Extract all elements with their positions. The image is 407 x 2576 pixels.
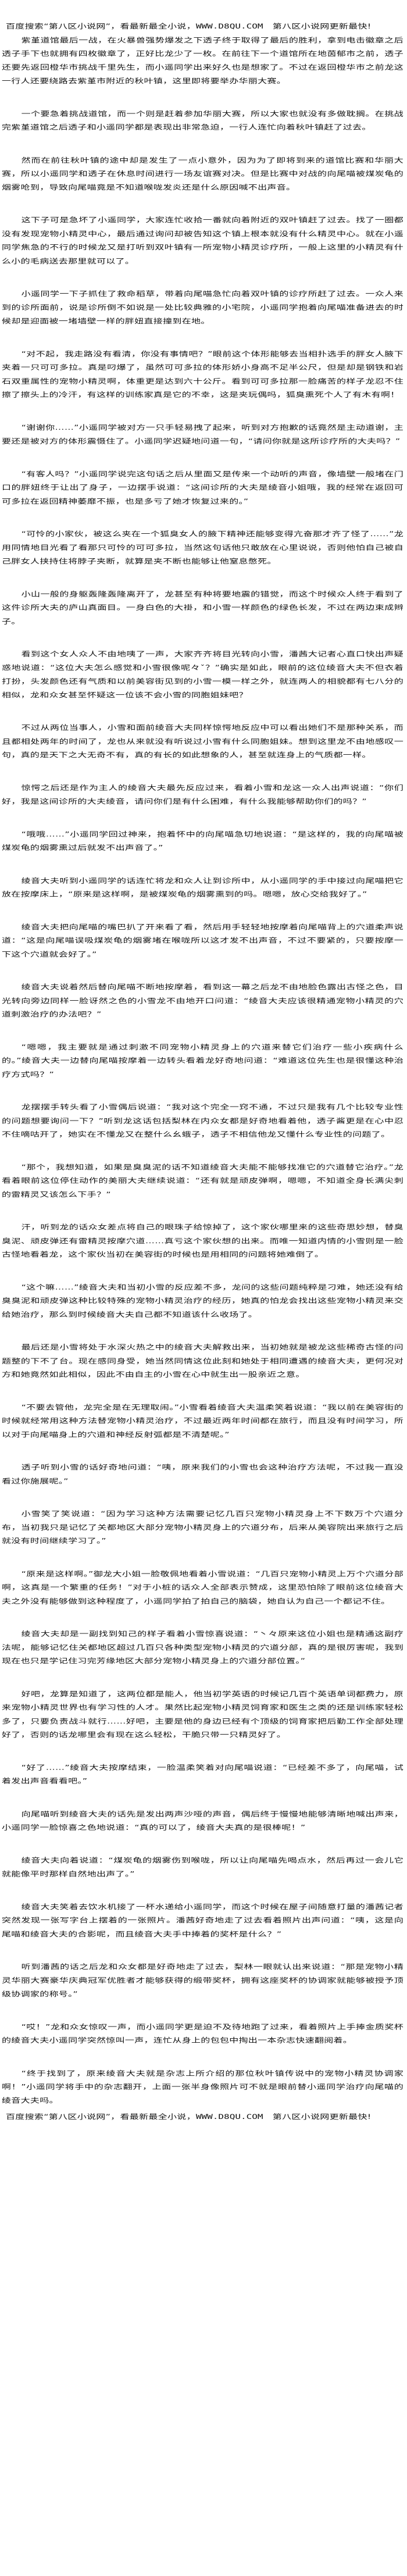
paragraph: 紫堇道馆最后一战，在火暴兽强势爆发之下透子终于取得了最后的胜利，拿到电击徽章之后… (2, 35, 404, 85)
paragraph: “哎！”龙和众女惊叹一声，而小遥同学更是迫不及待地跑了过来，看着照片上手捧金质奖… (2, 2022, 404, 2045)
paragraph: 一个要急着挑战道馆，而一个则是赶着参加华丽大赛，所以大家也就没有多做耽搁。在挑战… (2, 109, 404, 131)
paragraph: 惊愕之后还是作为主人的绫音大夫最先反应过来，看着小雪和龙这一众人出声说道：“你们… (2, 783, 404, 805)
paragraph: 绫音大夫向着说道：“煤炭龟的烟雾伤到喉咙，所以让向尾喵先喝点水，然后再过一会儿它… (2, 1856, 404, 1878)
paragraph: 看到这个女人众人不由地咦了一声，大家齐齐将目光转向小雪，潘茜大记者心直口快出声疑… (2, 650, 404, 699)
banner-text: 百度搜索“第八区小说网”，看最新最全小说， (6, 22, 196, 30)
paragraph: 最后还是小雪将处于水深火热之中的绫音大夫解救出来，当初她就是被龙这些稀奇古怪的问… (2, 1343, 404, 1379)
paragraph: 小雪笑了笑说道：“因为学习这种方法需要记忆几百只宠物小精灵身上不下数万个穴道分布… (2, 1510, 404, 1545)
paragraph: “可怜的小家伙，被这么夹在一个狐臭女人的腋下精神还能够变得亢奋那才齐了怪了……”… (2, 530, 404, 565)
paragraph: “对不起，我走路没有看清，你没有事情吧？”眼前这个体形能够去当相扑选手的胖女人腋… (2, 349, 404, 399)
paragraph: 向尾喵听到绫音大夫的话先是发出两声沙哑的声音，偶后终于慢慢地能够清晰地喊出声来，… (2, 1810, 404, 1832)
paragraph: 透子听到小雪的话好奇地问道：“咦，原来我们的小雪也会这种治疗方法呢，不过我一直没… (2, 1463, 404, 1485)
paragraph: 绫音大夫笑着去饮水机接了一杯水递给小遥同学，而这个时候在屋子间随意打量的潘茜记者… (2, 1903, 404, 1938)
paragraph: 龙摆摆手转头看了小雪偶后说道：“我对这个完全一窍不通，不过只是我有几个比较专业性… (2, 1103, 404, 1139)
paragraph: 然而在前往秋叶镇的途中却是发生了一点小意外，因为为了即将到来的道馆比赛和华丽大赛… (2, 156, 404, 191)
paragraph: 听到潘茜的话之后龙和众女都是好奇地走了过去，梨林一眼就认出来说道：“那是宠物小精… (2, 1963, 404, 1998)
site-banner-bottom: 百度搜索“第八区小说网”，看最新最全小说，WWW.D8QU.COM 第八区小说网… (0, 2110, 407, 2124)
paragraph: “有客人吗？”小遥同学说完这句话之后从里面又是传来一个动听的声音，像墙壁一般堵在… (2, 470, 404, 505)
paragraph: 绫音大夫却是一副找到知己的样子看着小雪惊喜说道：“丶々原来这位小姐也是精通这副疗… (2, 1629, 404, 1665)
paragraph: 这下子可是急坏了小遥同学，大家连忙收拾一番就向着附近的双叶镇赶了过去。找了一圈都… (2, 216, 404, 265)
paragraph: “谢谢你……”小遥同学被对方一只手轻易拽了起来，听到对方抱歉的话竟然是主动道谢，… (2, 423, 404, 445)
paragraph: “好了……”绫音大夫按摩结束，一脸温柔笑着对向尾喵说道：“已经差不多了，向尾喵，… (2, 1763, 404, 1785)
page: 百度搜索“第八区小说网”，看最新最全小说，WWW.D8QU.COM 第八区小说网… (0, 20, 407, 2124)
banner-text: 第八区小说网更新最快! (263, 22, 372, 30)
paragraph: 绫音大夫把向尾喵的嘴巴扒了开来看了看，然后用手轻轻地按摩着向尾喵背上的穴道柔声说… (2, 923, 404, 958)
paragraph: 汗，听到龙的话众女差点将自己的眼珠子给惊掉了，这个家伙哪里来的这些奇思妙想，替臭… (2, 1223, 404, 1258)
site-link[interactable]: WWW.D8QU.COM (195, 2113, 263, 2121)
paragraph: “那个，我想知道，如果是臭臭泥的话不知道绫音大夫能不能够找准它的穴道替它治疗。”… (2, 1163, 404, 1198)
article-body: 紫堇道馆最后一战，在火暴兽强势爆发之下透子终于取得了最后的胜利，拿到电击徽章之后… (0, 33, 407, 2107)
paragraph: “终于找到了，原来绫音大夫就是杂志上所介绍的那位秋叶镇传说中的宠物小精灵协调家啊… (2, 2069, 404, 2104)
paragraph: 小山一般的身躯轰隆轰隆离开了，龙甚至有种将要地震的错觉，而这个时候众人终于看到了… (2, 590, 404, 625)
paragraph: 绫音大夫说着然后替向尾喵不断地按摩着，看到这一幕之后龙不由地脸色露出古怪之色，目… (2, 983, 404, 1018)
paragraph: “嗯嗯，我主要就是通过刺激不同宠物小精灵身上的穴道来替它们治疗一些小疾病什么的。… (2, 1043, 404, 1078)
paragraph: “原来是这样啊。”御龙大小姐一脸敬佩地看着小雪说道：“几百只宠物小精灵上万个穴道… (2, 1569, 404, 1605)
paragraph: 不过从两位当事人，小雪和面前绫音大夫同样惊愕地反应中可以看出她们不是那种关系，而… (2, 723, 404, 759)
paragraph: 好吧，龙算是知道了，这两位都是能人，他当初学英语的时候记几百个英语单词都费力，原… (2, 1690, 404, 1739)
site-banner-top: 百度搜索“第八区小说网”，看最新最全小说，WWW.D8QU.COM 第八区小说网… (0, 20, 407, 33)
banner-text: 第八区小说网更新最快! (263, 2113, 372, 2121)
paragraph: “哦哦……”小遥同学回过神来，抱着怀中的向尾喵急切地说道：“是这样的，我的向尾喵… (2, 830, 404, 852)
banner-text: 百度搜索“第八区小说网”，看最新最全小说， (6, 2113, 196, 2121)
site-link[interactable]: WWW.D8QU.COM (195, 22, 263, 30)
paragraph: 绫音大夫听到小遥同学的话连忙将龙和众人让到诊所中，从小遥同学的手中接过向尾喵把它… (2, 876, 404, 898)
paragraph: “这个嘛……”绫音大夫和当初小雪的反应差不多，龙问的这些问题纯粹是刁难，她还没有… (2, 1283, 404, 1318)
paragraph: “不要去管他，龙完全是在无理取闹。”小雪看着绫音大夫温柔笑着说道：“我以前在美容… (2, 1403, 404, 1439)
paragraph: 小遥同学一下子抓住了救命稻草，带着向尾喵急忙向着双叶镇的诊疗所赶了过去。一众人来… (2, 290, 404, 325)
